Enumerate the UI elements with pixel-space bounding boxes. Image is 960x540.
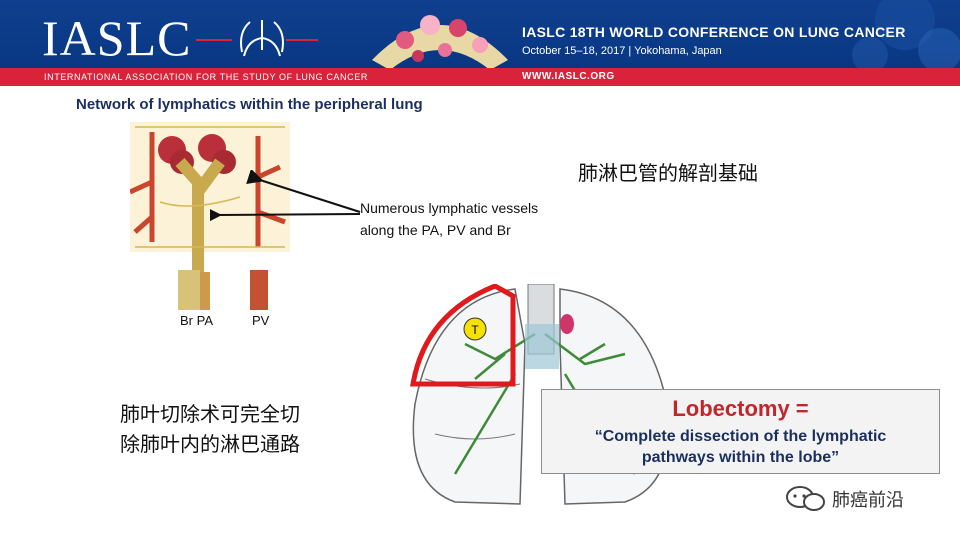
iaslc-logo: IASLC [42, 10, 192, 66]
conference-date: October 15–18, 2017 | Yokohama, Japan [522, 45, 722, 57]
conference-header: IASLC INTERNATIONAL ASSOCIATION FOR THE … [0, 0, 960, 86]
lobe-note-line2: 除肺叶内的淋巴通路 [120, 432, 300, 456]
conference-title: IASLC 18TH WORLD CONFERENCE ON LUNG CANC… [522, 24, 906, 40]
header-decoration [196, 0, 960, 73]
wechat-icon [786, 486, 825, 511]
header-red-strip [0, 68, 960, 86]
tumor-label: T [471, 323, 479, 337]
conference-website: WWW.IASLC.ORG [522, 71, 615, 82]
association-name: INTERNATIONAL ASSOCIATION FOR THE STUDY … [44, 72, 368, 82]
slide-title: Network of lymphatics within the periphe… [76, 96, 423, 113]
vessel-label-line2: along the PA, PV and Br [360, 222, 511, 238]
lobe-note-line1: 肺叶切除术可完全切 [120, 402, 300, 426]
pointer-arrows [210, 170, 361, 224]
lymphatic-network-illustration [130, 122, 290, 310]
lobectomy-definition-line1: “Complete dissection of the lymphatic [594, 428, 887, 445]
vessel-label-line1: Numerous lymphatic vessels [360, 200, 539, 216]
label-br-pa: Br PA [180, 313, 213, 328]
anatomy-note: 肺淋巴管的解剖基础 [578, 161, 758, 185]
lobectomy-title: Lobectomy = [672, 396, 809, 421]
label-pv: PV [252, 313, 270, 328]
lobectomy-definition-line2: pathways within the lobe” [641, 449, 840, 466]
watermark-text: 肺癌前沿 [832, 490, 904, 511]
lobectomy-callout: Lobectomy = “Complete dissection of the … [541, 389, 940, 474]
